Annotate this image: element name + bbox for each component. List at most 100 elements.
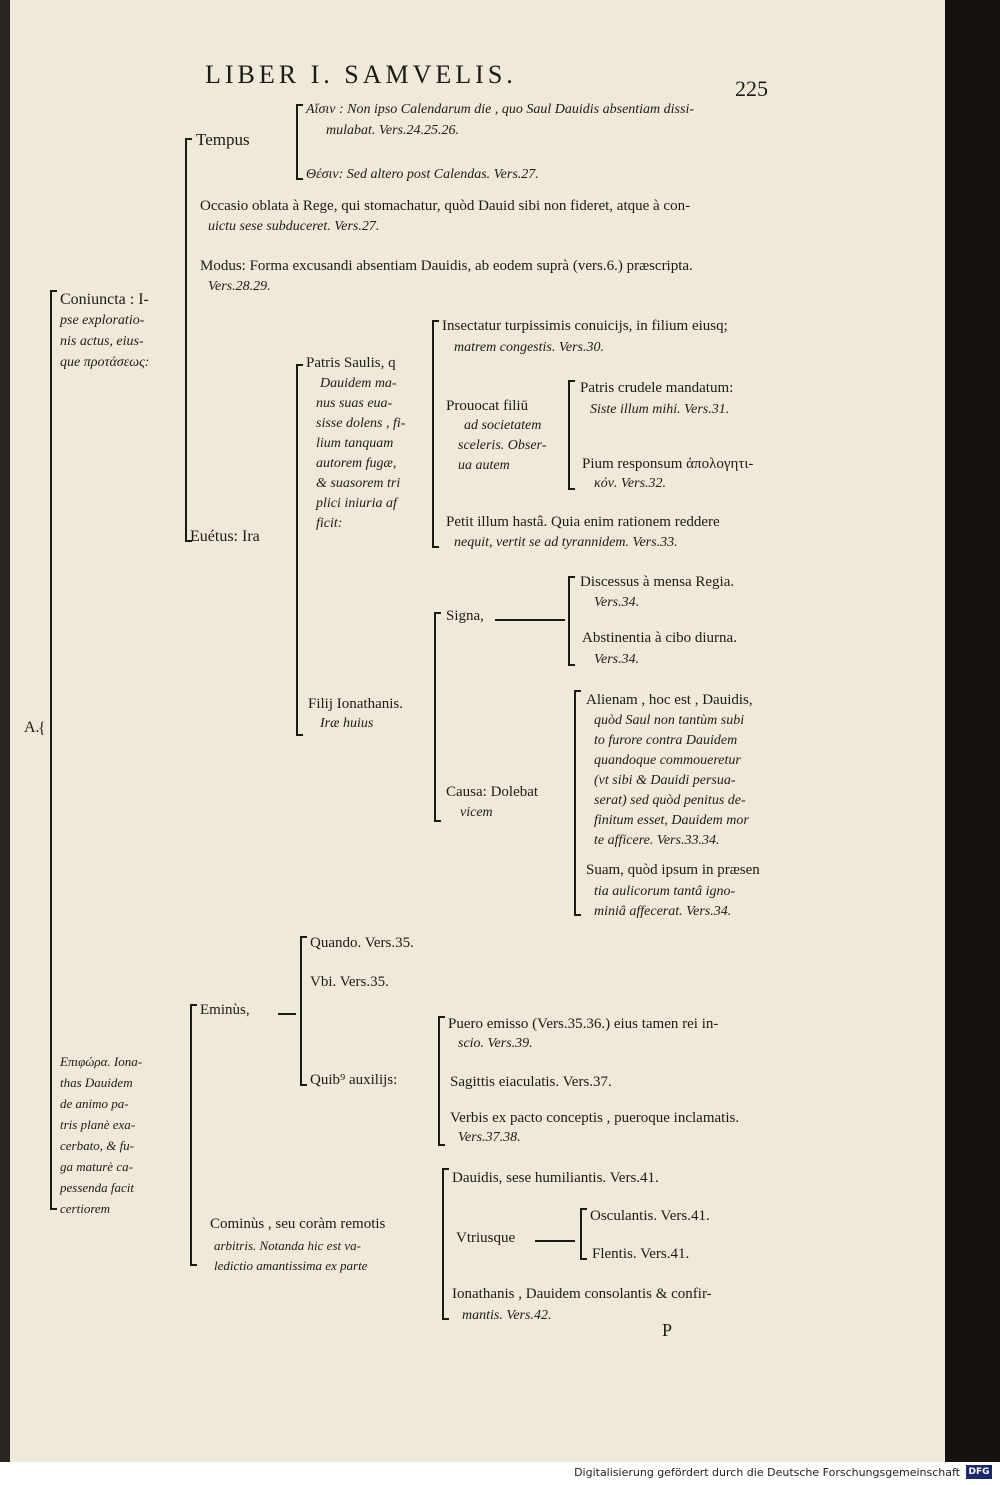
verbis-line-1: Verbis ex pacto conceptis , pueroque inc… [450, 1110, 740, 1126]
prouocat-line-4: ua autem [458, 458, 510, 473]
insectatur-line-1: Insectatur turpissimis conuicijs, in fil… [442, 318, 728, 334]
modus-line-2: Vers.28.29. [208, 279, 271, 294]
book-page: LIBER I. SAMVELIS. 225 { A. Coniuncta : … [10, 0, 945, 1462]
epiphora-line-4: tris planè exa- [60, 1117, 136, 1132]
tempus-2: Θέσιν: Sed altero post Calendas. Vers.27… [306, 167, 539, 182]
tempus-label: Tempus [196, 130, 250, 149]
flentis: Flentis. Vers.41. [592, 1246, 690, 1262]
patris-line-4: sisse dolens , fi- [316, 416, 406, 431]
quando: Quando. Vers.35. [310, 935, 414, 951]
alienam-line-3: to furore contra Dauidem [594, 733, 738, 748]
coniuncta-line-4: que προτάσεως: [60, 355, 150, 370]
bracket-filij [434, 612, 441, 822]
sagittis: Sagittis eiaculatis. Vers.37. [450, 1074, 612, 1090]
prouocat-line-2: ad societatem [464, 418, 542, 433]
running-head: LIBER I. SAMVELIS. [205, 60, 517, 89]
abstinentia-line-2: Vers.34. [594, 652, 640, 667]
occasio-line-1: Occasio oblata à Rege, qui stomachatur, … [200, 198, 691, 214]
epiphora-line-1: Επιφώρα. Iona- [60, 1054, 143, 1069]
bracket-coniuncta [185, 138, 192, 542]
coniuncta-line-2: pse exploratio- [60, 313, 145, 328]
tempus-1-line-2: mulabat. Vers.24.25.26. [326, 123, 459, 138]
patris-line-1: Patris Saulis, q [306, 355, 396, 371]
patris-mandatum-line-1: Patris crudele mandatum: [580, 380, 734, 396]
bracket-signa [568, 576, 575, 666]
bracket-tip: { [38, 720, 46, 737]
signature-mark: P [662, 1320, 673, 1340]
bracket-epiphora [190, 1004, 197, 1266]
alienam-line-8: te afficere. Vers.33.34. [594, 833, 720, 848]
bracket-euetus [296, 364, 303, 736]
patris-line-6: autorem fugæ, [316, 456, 397, 471]
bracket-vtriusque [580, 1208, 587, 1260]
quib: Quib⁹ auxilijs: [310, 1072, 398, 1088]
filij-line-1: Filij Ionathanis. [308, 696, 403, 712]
vtriusque-label: Vtriusque [456, 1230, 516, 1246]
filij-line-2: Iræ huius [320, 716, 374, 731]
scan-dark-edge [945, 0, 1000, 1462]
bracket-tempus [296, 104, 303, 180]
alienam-line-1: Alienam , hoc est , Dauidis, [586, 692, 753, 708]
insectatur-line-2: matrem congestis. Vers.30. [454, 340, 604, 355]
patris-mandatum-line-2: Siste illum mihi. Vers.31. [590, 402, 730, 417]
modus-line-1: Modus: Forma excusandi absentiam Dauidis… [200, 258, 693, 274]
coniuncta-line-3: nis actus, eius- [60, 334, 144, 349]
puero-line-2: scio. Vers.39. [458, 1036, 533, 1051]
abstinentia-line-1: Abstinentia à cibo diurna. [582, 630, 737, 646]
page-number: 225 [735, 76, 768, 101]
pium-line-1: Pium responsum ἀπολογητι- [582, 456, 754, 472]
cominus-line-1: Cominùs , seu coràm remotis [210, 1216, 386, 1232]
patris-line-3: nus suas eua- [316, 396, 393, 411]
cominus-line-3: ledictio amantissima ex parte [214, 1258, 368, 1273]
signa-label: Signa, [446, 608, 484, 624]
dfg-logo: DFG [966, 1465, 992, 1479]
alienam-line-4: quandoque commoueretur [594, 753, 741, 768]
petit-line-1: Petit illum hastâ. Quia enim rationem re… [446, 514, 720, 530]
dash-vtriusque [535, 1240, 575, 1242]
alienam-line-6: serat) sed quòd penitus de- [594, 793, 746, 808]
epiphora-line-7: pessenda facit [60, 1180, 135, 1195]
scan-left-strip [0, 0, 10, 1462]
bracket-causa [574, 690, 581, 916]
vbi: Vbi. Vers.35. [310, 974, 389, 990]
cominus-line-2: arbitris. Notanda hic est va- [214, 1238, 361, 1253]
euetus-label: Euétus: Ira [190, 528, 260, 545]
pium-line-2: κόν. Vers.32. [594, 476, 667, 491]
petit-line-2: nequit, vertit se ad tyrannidem. Vers.33… [454, 535, 678, 550]
osculantis: Osculantis. Vers.41. [590, 1208, 710, 1224]
coniuncta-line-1: Coniuncta : I- [60, 291, 149, 308]
bracket-cominus [442, 1168, 449, 1320]
alienam-line-7: finitum esset, Dauidem mor [594, 813, 749, 828]
dauidis: Dauidis, sese humiliantis. Vers.41. [452, 1170, 659, 1186]
verbis-line-2: Vers.37.38. [458, 1130, 521, 1145]
epiphora-line-3: de animo pa- [60, 1096, 129, 1111]
discessus-line-1: Discessus à mensa Regia. [580, 574, 735, 590]
epiphora-line-5: cerbato, & fu- [60, 1138, 135, 1153]
bracket-eminus [300, 936, 307, 1086]
prouocat-line-3: sceleris. Obser- [458, 438, 547, 453]
patris-line-5: lium tanquam [316, 436, 394, 451]
ionathanis-line-1: Ionathanis , Dauidem consolantis & confi… [452, 1286, 712, 1302]
alienam-line-5: (vt sibi & Dauidi persua- [594, 773, 736, 788]
patris-line-8: plici iniuria af [316, 496, 397, 511]
tempus-1-line-1: Αἴσιν : Non ipso Calendarum die , quo Sa… [306, 102, 695, 117]
patris-line-9: ficit: [316, 516, 343, 531]
footer-credit: Digitalisierung gefördert durch die Deut… [574, 1466, 960, 1479]
alienam-line-2: quòd Saul non tantùm subi [594, 713, 745, 728]
bracket-quib [438, 1016, 445, 1146]
footer-bar: Digitalisierung gefördert durch die Deut… [0, 1462, 1000, 1485]
dash-eminus [278, 1013, 296, 1015]
bracket-patris [432, 320, 439, 548]
dash-signa [495, 619, 565, 621]
suam-line-1: Suam, quòd ipsum in præsen [586, 862, 760, 878]
puero-line-1: Puero emisso (Vers.35.36.) eius tamen re… [448, 1016, 719, 1032]
ionathanis-line-2: mantis. Vers.42. [462, 1308, 552, 1323]
causa-line-2: vicem [460, 805, 493, 820]
epiphora-line-6: ga maturè ca- [60, 1159, 133, 1174]
bracket-a [50, 290, 57, 1210]
causa-line-1: Causa: Dolebat [446, 784, 539, 800]
suam-line-3: miniâ affecerat. Vers.34. [594, 904, 732, 919]
patris-line-2: Dauidem ma- [320, 376, 397, 391]
eminus-label: Eminùs, [200, 1002, 250, 1018]
bracket-prouocat [568, 380, 575, 490]
